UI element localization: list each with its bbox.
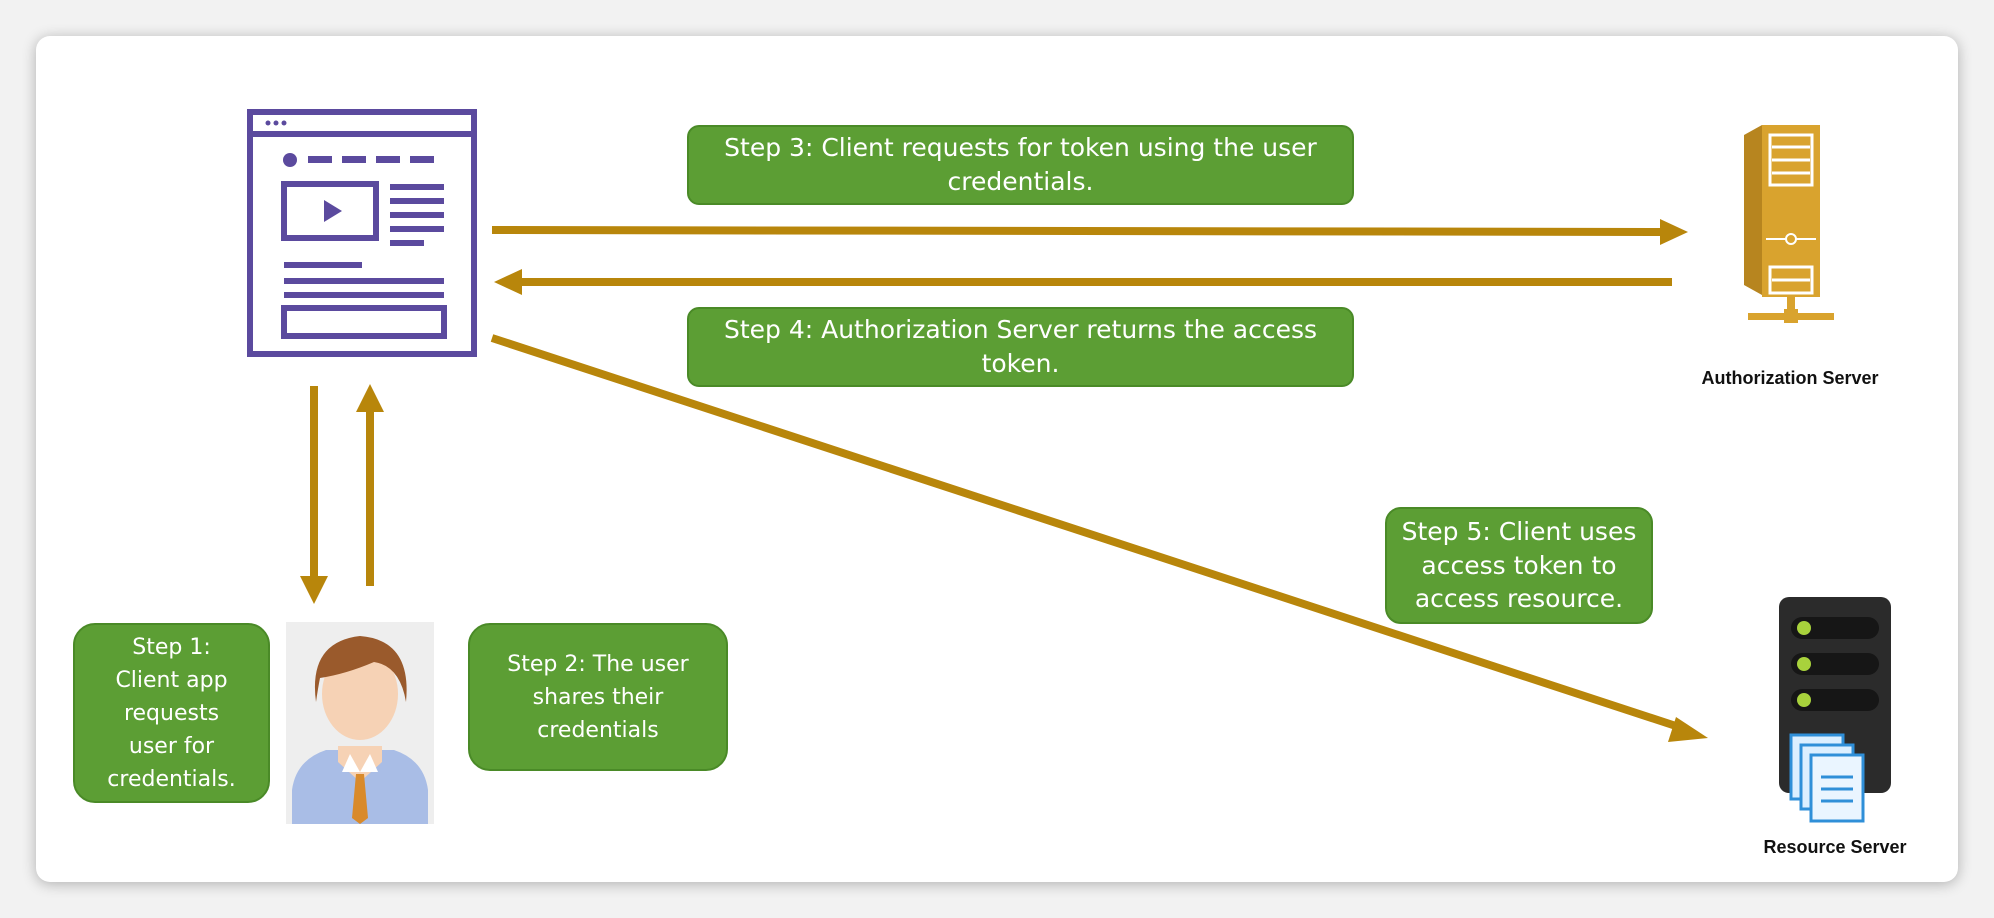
- step4-text: Step 4: Authorization Server returns the…: [723, 315, 1318, 378]
- step4-box: Step 4: Authorization Server returns the…: [687, 307, 1354, 387]
- step2-text: Step 2: The user shares their credential…: [507, 651, 689, 743]
- arrowhead-resource: [1668, 717, 1708, 742]
- arrowhead-auth: [1660, 219, 1688, 245]
- arrow-client-to-resource: [490, 334, 1684, 732]
- step1-box: Step 1: Client app requests user for cre…: [73, 623, 270, 803]
- user-avatar-icon: [286, 622, 434, 824]
- resource-server-label: Resource Server: [1763, 837, 1907, 857]
- step3-text: Step 3: Client requests for token using …: [724, 133, 1317, 196]
- server-rack-icon: [1779, 597, 1891, 823]
- browser-window-icon: [247, 109, 477, 357]
- arrowhead-user: [300, 576, 328, 604]
- arrowhead-client-left: [356, 384, 384, 412]
- step2-box: Step 2: The user shares their credential…: [468, 623, 728, 771]
- step5-text: Step 5: Client uses access token to acce…: [1401, 516, 1637, 614]
- step5-box: Step 5: Client uses access token to acce…: [1385, 507, 1653, 624]
- step1-text: Step 1: Client app requests user for cre…: [107, 634, 236, 792]
- arrow-client-to-auth: [491, 226, 1665, 236]
- arrowhead-client-top: [494, 269, 522, 295]
- authorization-server-label: Authorization Server: [1701, 368, 1879, 388]
- step3-box: Step 3: Client requests for token using …: [687, 125, 1354, 205]
- tower-server-icon: [1744, 125, 1834, 323]
